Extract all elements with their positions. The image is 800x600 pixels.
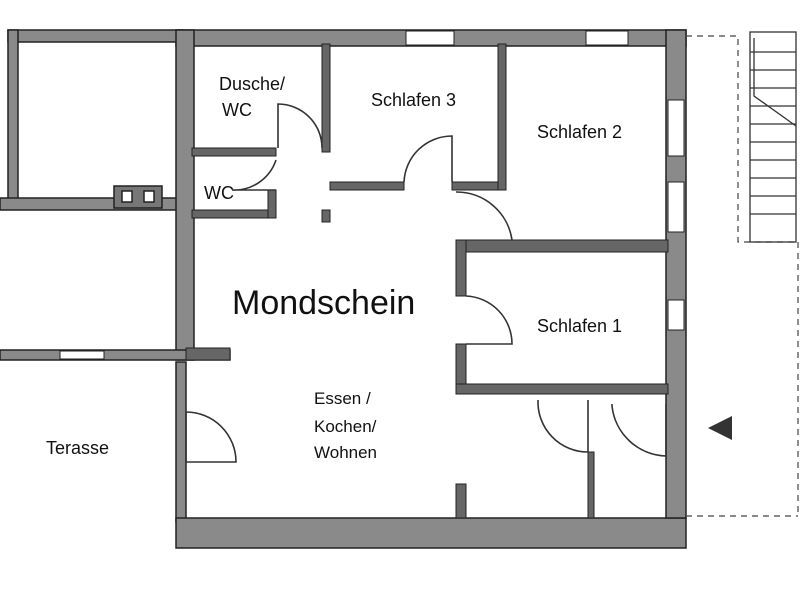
wall-shower-bottom (191, 147, 277, 157)
wall-shower-right (321, 43, 331, 153)
window-right-3 (667, 299, 685, 331)
window-right-1 (667, 99, 685, 157)
wall-schlafen3-bottom-b (451, 181, 505, 191)
window-openings (59, 30, 685, 360)
entrance-arrow-icon (708, 416, 732, 440)
wall-main-left (175, 29, 195, 361)
window-terrace (59, 350, 105, 360)
label-essen-3: Wohnen (314, 443, 377, 462)
window-right-2 (667, 181, 685, 233)
wall-hall (587, 451, 595, 519)
room-labels: Mondschein Dusche/ WC WC Schlafen 3 Schl… (46, 74, 622, 462)
wall-left-lower (175, 361, 187, 523)
door-schlafen1 (465, 295, 513, 345)
chimney-block (113, 185, 163, 209)
wall-wc-right (267, 189, 277, 219)
wall-schlafen1-top (455, 239, 669, 253)
label-essen-2: Kochen/ (314, 417, 377, 436)
door-entrance (611, 404, 667, 457)
wall-wc-bottom (191, 209, 277, 219)
wall-terrace-stub (185, 347, 231, 361)
door-hall (537, 399, 589, 453)
wall-schlafen3-right (497, 43, 507, 191)
interior-walls (185, 43, 669, 519)
staircase (749, 31, 797, 243)
door-shower (277, 103, 323, 149)
label-schlafen1: Schlafen 1 (537, 316, 622, 336)
chimney (113, 185, 163, 209)
wall-top-left (7, 29, 185, 43)
label-schlafen3: Schlafen 3 (371, 90, 456, 110)
wall-schlafen1-left-a (455, 239, 467, 297)
door-terrace (185, 411, 237, 463)
window-top-2 (585, 30, 629, 46)
label-schlafen2: Schlafen 2 (537, 122, 622, 142)
label-dusche-wc-1: Dusche/ (219, 74, 285, 94)
label-wc: WC (204, 183, 234, 203)
wall-bottom (175, 517, 687, 549)
door-schlafen2 (455, 191, 513, 241)
wall-stub (321, 209, 331, 223)
label-dusche-wc-2: WC (222, 100, 252, 120)
door-swings (185, 103, 667, 463)
outdoor-deck (686, 35, 799, 517)
door-schlafen3 (403, 135, 453, 183)
plan-title: Mondschein (232, 284, 415, 322)
label-terasse: Terasse (46, 438, 109, 458)
window-top-1 (405, 30, 455, 46)
wall-schlafen3-bottom-a (329, 181, 405, 191)
wall-left-upper (7, 29, 19, 206)
label-essen-1: Essen / (314, 389, 371, 408)
wall-kitchen-stub (455, 483, 467, 519)
door-wc (231, 159, 277, 191)
wall-schlafen1-bottom (455, 383, 669, 395)
